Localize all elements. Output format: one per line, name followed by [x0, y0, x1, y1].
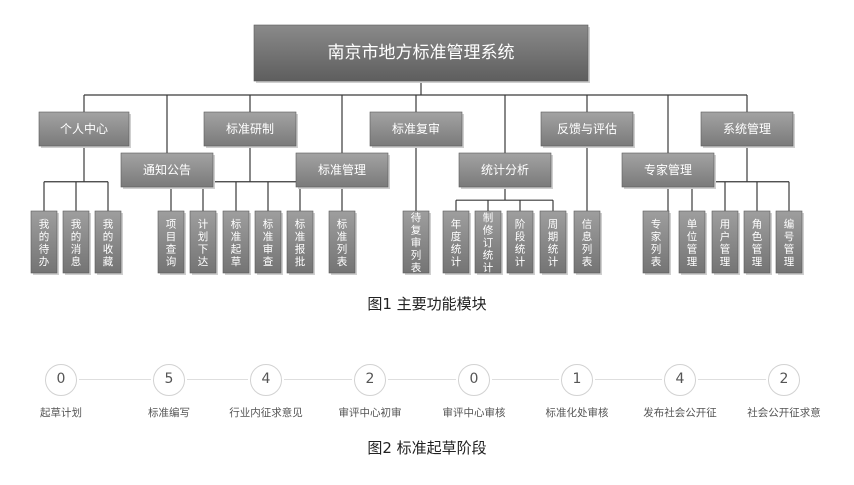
leaf-label: 我的待办 — [39, 218, 50, 268]
leaf-label: 标准审查 — [263, 218, 274, 268]
module-node — [700, 111, 794, 147]
stage-connector — [187, 379, 248, 380]
module-label: 标准研制 — [226, 122, 274, 136]
leaf-label: 标准报批 — [295, 218, 306, 268]
stage-connector — [492, 379, 559, 380]
stage-label: 标准编写 — [148, 407, 190, 419]
leaf-node — [442, 210, 470, 274]
leaf-label: 阶段统计 — [515, 217, 526, 268]
leaf-node — [286, 210, 314, 274]
leaf-node — [402, 210, 430, 274]
root-node — [253, 24, 589, 82]
module-node — [621, 152, 715, 188]
module-label: 通知公告 — [143, 163, 191, 177]
stage-connector — [595, 379, 662, 380]
leaf-label: 项目查询 — [166, 218, 177, 268]
stage-item: 2 社会公开征求意 — [729, 364, 839, 420]
module-node — [540, 111, 634, 147]
leaf-label: 编号管理 — [784, 217, 795, 268]
stage-item: 2 审评中心初审 — [315, 364, 425, 420]
leaf-node — [254, 210, 282, 274]
stage-item: 5 标准编写 — [114, 364, 224, 420]
leaf-label: 年度统计 — [451, 217, 462, 268]
stage-count: 4 — [664, 364, 696, 396]
stage-count: 4 — [250, 364, 282, 396]
stage-item: 4 行业内征求意见 — [211, 364, 321, 420]
stage-count: 0 — [458, 364, 490, 396]
stage-connector — [698, 379, 766, 380]
leaf-label: 角色管理 — [752, 218, 763, 268]
module-node — [369, 111, 463, 147]
module-label: 标准复审 — [392, 121, 440, 136]
stage-count: 0 — [45, 364, 77, 396]
stage-connector — [284, 379, 352, 380]
leaf-label: 单位管理 — [687, 218, 698, 268]
leaf-label: 标准列表 — [337, 218, 348, 268]
leaf-label: 待复审列表 — [411, 211, 422, 274]
leaf-label: 标准起草 — [231, 218, 242, 268]
leaf-label: 专家列表 — [651, 217, 662, 268]
module-label: 反馈与评估 — [557, 122, 617, 136]
stage-label: 社会公开征求意 — [747, 407, 821, 419]
leaf-node — [506, 210, 534, 274]
stage-item: 0 审评中心审核 — [419, 364, 529, 420]
leaf-node — [573, 210, 601, 274]
stage-count: 2 — [768, 364, 800, 396]
module-label: 统计分析 — [481, 163, 529, 177]
stage-item: 1 标准化处审核 — [522, 364, 632, 420]
stage-label: 发布社会公开征 — [643, 407, 717, 419]
leaf-node — [62, 210, 90, 274]
leaf-node — [711, 210, 739, 274]
module-label: 个人中心 — [60, 121, 108, 136]
module-node — [203, 111, 297, 147]
stage-count: 5 — [153, 364, 185, 396]
leaf-node — [474, 210, 502, 274]
module-node — [38, 111, 130, 147]
stage-label: 审评中心初审 — [338, 407, 402, 419]
leaf-node — [539, 210, 567, 274]
leaf-node — [328, 210, 356, 274]
module-node — [458, 152, 552, 188]
leaf-node — [94, 210, 122, 274]
leaf-node — [222, 210, 250, 274]
stage-connector — [79, 379, 151, 380]
leaf-node — [775, 210, 803, 274]
leaf-node — [189, 210, 217, 274]
leaf-node — [157, 210, 185, 274]
stage-label: 审评中心审核 — [442, 407, 506, 419]
figure1-caption: 图1 主要功能模块 — [367, 295, 487, 313]
stage-item: 4 发布社会公开征 — [625, 364, 735, 420]
leaf-label: 用户管理 — [720, 218, 731, 268]
module-label: 系统管理 — [723, 121, 771, 136]
stage-count: 1 — [561, 364, 593, 396]
module-label: 专家管理 — [644, 162, 692, 177]
module-node — [295, 152, 389, 188]
stage-label: 行业内征求意见 — [229, 407, 303, 419]
leaf-label: 周期统计 — [548, 218, 559, 268]
stage-label: 标准化处审核 — [545, 407, 609, 419]
stage-connector — [388, 379, 456, 380]
leaf-node — [30, 210, 58, 274]
leaf-node — [642, 210, 670, 274]
leaf-label: 计划下达 — [198, 217, 209, 268]
root-title: 南京市地方标准管理系统 — [328, 43, 515, 63]
module-node — [120, 152, 214, 188]
stage-item: 0 起草计划 — [6, 364, 116, 420]
leaf-label: 信息列表 — [582, 218, 593, 268]
leaf-node — [678, 210, 706, 274]
leaf-label: 我的消息 — [71, 218, 82, 268]
leaf-label: 制修订统计 — [483, 211, 494, 274]
leaf-label: 我的收藏 — [103, 218, 114, 268]
stage-count: 2 — [354, 364, 386, 396]
module-label: 标准管理 — [318, 162, 366, 177]
figure2-caption: 图2 标准起草阶段 — [367, 439, 487, 457]
stage-label: 起草计划 — [40, 407, 82, 419]
leaf-node — [743, 210, 771, 274]
